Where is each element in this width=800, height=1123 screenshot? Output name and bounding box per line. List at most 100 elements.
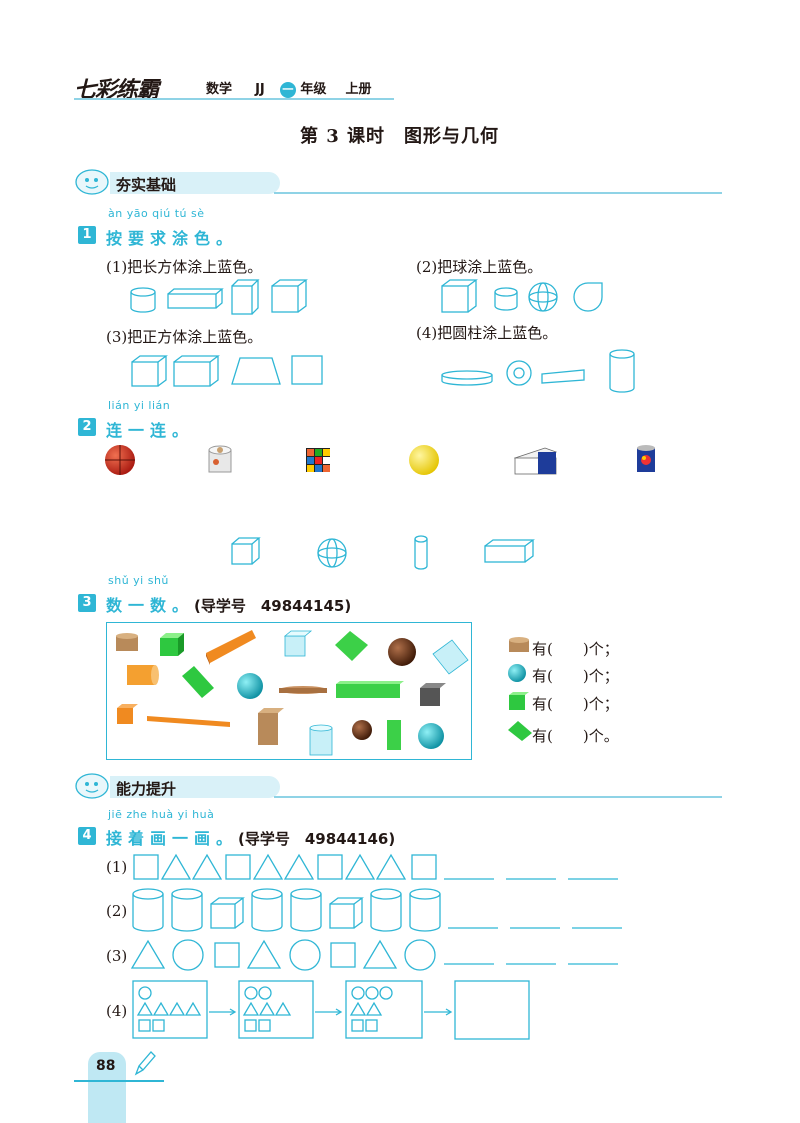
brown-cylinder[interactable] <box>116 633 138 651</box>
q1-3-cube-shape[interactable] <box>131 355 168 387</box>
q1-part-3: (3)把正方体涂上蓝色。 <box>106 328 263 346</box>
q4-row-4-box-3 <box>345 980 423 1039</box>
box-image[interactable] <box>513 447 558 475</box>
header-info: 数学 JJ 一 年级 上册 <box>206 78 371 98</box>
q3-title: 数一数。(导学号 49844145) <box>106 592 351 616</box>
q1-1-tall-cuboid-shape[interactable] <box>231 279 260 315</box>
lesson-title: 第 3 课时 图形与几何 <box>300 126 500 147</box>
mascot-icon <box>75 169 109 195</box>
q1-number: 1 <box>78 226 96 244</box>
header-subject: 数学 <box>206 82 233 97</box>
q1-part-2: (2)把球涂上蓝色。 <box>416 258 543 276</box>
q2-cuboid-shape[interactable] <box>484 539 535 563</box>
q4-pinyin: jiē zhe huà yi huà <box>108 808 215 821</box>
q2-cylinder-shape[interactable] <box>414 535 428 570</box>
basketball-image[interactable] <box>105 445 135 475</box>
gray-cube[interactable] <box>420 683 446 706</box>
pencil-icon <box>134 1051 156 1076</box>
q3-pinyin: shǔ yi shǔ <box>108 574 169 587</box>
brown-disc[interactable] <box>279 686 327 694</box>
legend-sphere-count[interactable]: 有( )个； <box>532 667 619 685</box>
q1-2-cube-shape[interactable] <box>441 279 478 313</box>
green-tilted-cuboid[interactable] <box>182 666 214 698</box>
tissue-roll-image[interactable] <box>208 445 232 473</box>
q2-number: 2 <box>78 418 96 436</box>
mascot-icon-2 <box>75 773 109 799</box>
q1-pinyin: àn yāo qiú tú sè <box>108 207 205 220</box>
green-tilted-cube[interactable] <box>335 631 368 661</box>
footer-rule <box>74 1080 164 1082</box>
rubiks-cube-image[interactable] <box>306 448 330 472</box>
green-cube[interactable] <box>160 633 184 656</box>
legend-cuboid-icon <box>508 721 532 741</box>
q4-title: 接着画一画。(导学号 49844146) <box>106 825 395 849</box>
orange-long-bar[interactable] <box>147 716 230 727</box>
long-green-cuboid[interactable] <box>336 681 404 698</box>
q1-1-cube-shape[interactable] <box>271 279 308 313</box>
q4-row-4-arrow-1 <box>209 1008 237 1016</box>
q1-4-disc-shape[interactable] <box>441 370 493 386</box>
q1-2-cylinder-shape[interactable] <box>494 287 518 311</box>
page-number: 88 <box>96 1058 116 1074</box>
q4-row-3-pattern <box>130 939 436 971</box>
q2-sphere-shape[interactable] <box>317 538 347 568</box>
q4-number: 4 <box>78 827 96 845</box>
q4-row-4-answer-box[interactable] <box>454 980 530 1040</box>
yellow-ball-image[interactable] <box>409 445 439 475</box>
q1-3-cuboid-shape[interactable] <box>173 355 220 387</box>
q3-extra: (导学号 49844145) <box>194 597 352 615</box>
q1-3-square-shape[interactable] <box>291 355 323 385</box>
light-blue-tilted-cylinder[interactable] <box>432 639 469 675</box>
q1-3-trapezoid-shape[interactable] <box>231 357 281 385</box>
q4-row-1-label: (1) <box>106 858 128 876</box>
q4-extra: (导学号 49844146) <box>238 830 396 848</box>
green-tall-cuboid[interactable] <box>387 720 401 750</box>
header-grade-badge: 一 <box>279 82 296 98</box>
q1-part-4: (4)把圆柱涂上蓝色。 <box>416 324 558 342</box>
legend-cuboid-count[interactable]: 有( )个。 <box>532 727 619 745</box>
q1-4-cylinder-shape[interactable] <box>609 349 635 393</box>
q4-row-2-label: (2) <box>106 902 128 920</box>
small-orange-cube[interactable] <box>117 704 138 724</box>
q4-row-4-box-1 <box>132 980 208 1039</box>
header-rule <box>74 98 394 100</box>
q2-cube-shape[interactable] <box>231 537 261 565</box>
legend-cube-icon <box>509 692 529 710</box>
q1-2-drop-shape[interactable] <box>573 282 603 312</box>
q4-row-4-arrow-3 <box>424 1008 453 1016</box>
q1-1-cylinder-shape[interactable] <box>130 287 156 313</box>
q2-title: 连一连。 <box>106 421 195 440</box>
legend-sphere-icon <box>508 664 526 682</box>
can-image[interactable] <box>637 445 655 472</box>
q1-2-sphere-shape[interactable] <box>528 282 558 312</box>
small-brown-ball[interactable] <box>352 720 372 740</box>
orange-cuboid[interactable] <box>206 630 256 665</box>
light-blue-cylinder[interactable] <box>309 724 333 756</box>
q4-row-1-pattern <box>133 853 437 880</box>
header-edition: JJ <box>255 82 265 97</box>
teal-ball-2[interactable] <box>418 723 444 749</box>
teal-ball[interactable] <box>237 673 263 699</box>
legend-cylinder-count[interactable]: 有( )个； <box>532 640 619 658</box>
light-blue-cube[interactable] <box>283 630 313 657</box>
q1-4-wedge-shape[interactable] <box>541 369 585 384</box>
q1-4-ring-shape[interactable] <box>506 360 532 386</box>
page-tab <box>88 1052 126 1123</box>
header-grade: 年级 <box>300 82 327 97</box>
q4-row-2-pattern <box>132 888 441 932</box>
brown-ball[interactable] <box>388 638 416 666</box>
legend-cube-count[interactable]: 有( )个； <box>532 695 619 713</box>
q4-row-4-arrow-2 <box>315 1008 343 1016</box>
tan-tall-cuboid[interactable] <box>258 708 284 745</box>
q4-row-4-box-2 <box>238 980 314 1039</box>
section1-title: 夯实基础 <box>116 176 177 194</box>
orange-cylinder[interactable] <box>127 665 159 685</box>
legend-cylinder-icon <box>509 637 529 652</box>
q3-picture-frame <box>106 622 472 760</box>
q1-1-cuboid-shape[interactable] <box>167 288 224 309</box>
section2-title: 能力提升 <box>116 780 177 798</box>
q1-title: 按要求涂色。 <box>106 229 239 248</box>
